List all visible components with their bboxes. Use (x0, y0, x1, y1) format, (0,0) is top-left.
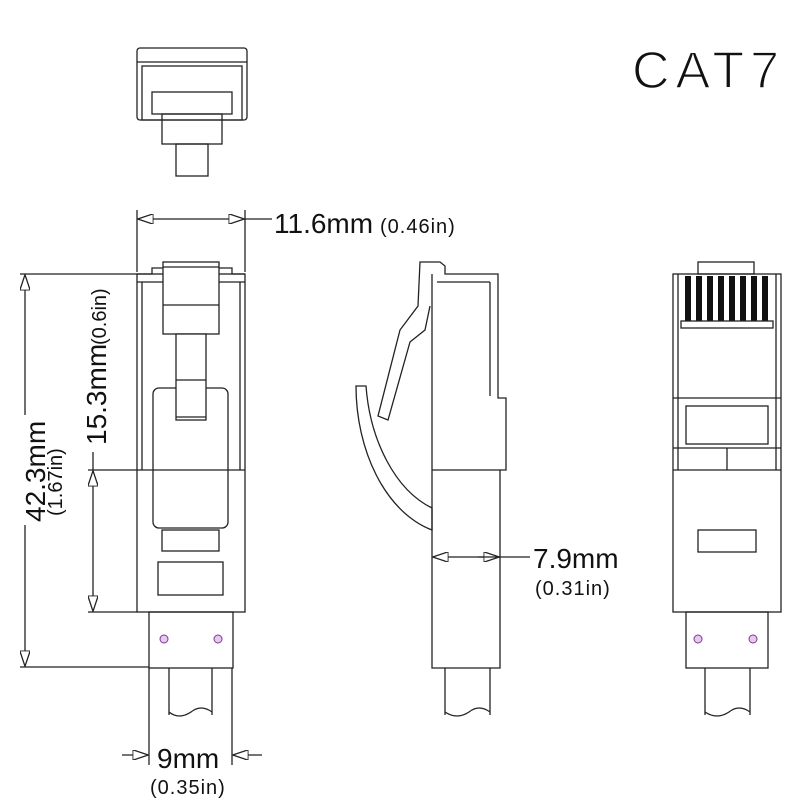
body-length-mm-label: 15.3mm (81, 344, 112, 445)
thickness-mm-label: 7.9mm (533, 543, 619, 574)
boot-width-mm-label: 9mm (157, 743, 219, 774)
top-view (136, 47, 248, 177)
back-view (672, 261, 782, 717)
dimension-width: 11.6mm (0.46in) (136, 208, 456, 272)
dimension-boot-width: 9mm (0.35in) (122, 715, 262, 799)
thickness-in-label: (0.31in) (535, 578, 611, 600)
dimension-body-length: 15.3mm (0.6in) (81, 288, 137, 613)
front-view (136, 261, 246, 717)
screw-hole-icon (213, 634, 223, 644)
screw-hole-icon (159, 634, 169, 644)
width-mm-label: 11.6mm (274, 208, 373, 239)
title: CAT7 (632, 42, 785, 100)
side-view (355, 261, 507, 717)
length-mm-label: 42.3mm (20, 421, 51, 522)
body-length-in-label: (0.6in) (89, 288, 111, 345)
dimension-thickness: 7.9mm (0.31in) (434, 543, 619, 600)
length-in-label: (1.67in) (45, 448, 67, 516)
dimension-length: 42.3mm (1.67in) (20, 273, 149, 668)
boot-width-in-label: (0.35in) (150, 777, 226, 799)
screw-hole-icon (693, 634, 703, 644)
width-in-label: (0.46in) (380, 216, 456, 238)
screw-hole-icon (748, 634, 758, 644)
contact-pins (685, 276, 768, 321)
